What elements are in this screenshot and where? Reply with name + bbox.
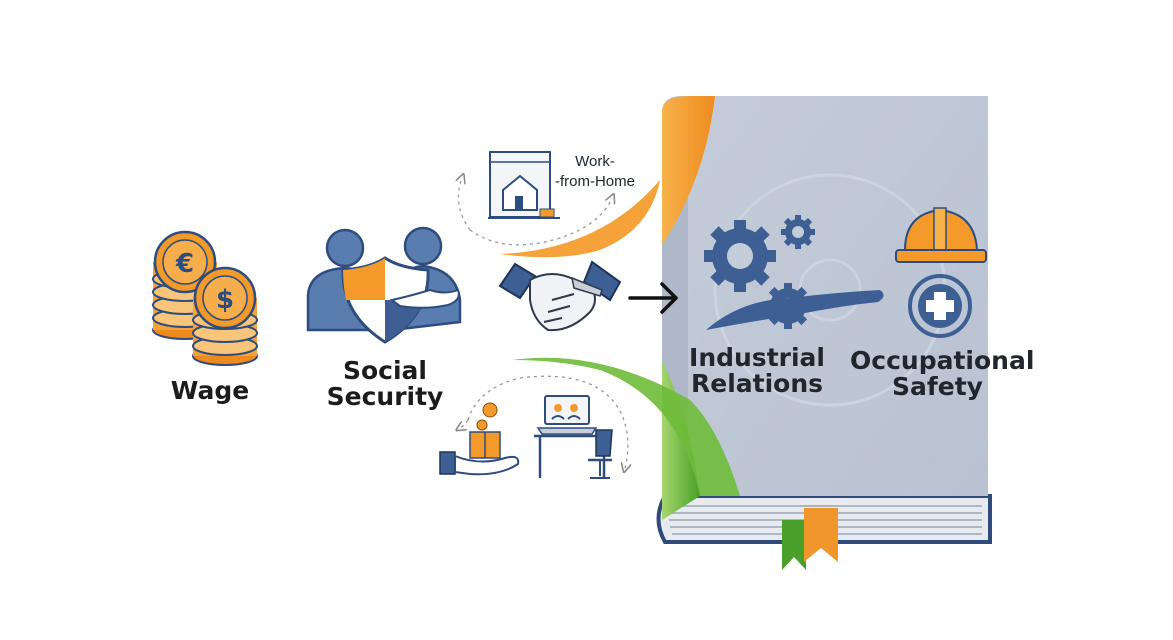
arrow-right-icon (628, 282, 678, 314)
wage-label: Wage (170, 376, 250, 405)
gift-hand-icon (439, 402, 520, 476)
remote-desk-icon (534, 395, 613, 479)
hard-hat-icon (895, 207, 987, 263)
work-from-home-line-2: -from-Home (554, 173, 635, 191)
book-icon (656, 96, 992, 570)
industrial-relations-label: Industrial Relations (682, 343, 832, 399)
work-from-home-label: Work- -from-Home (545, 152, 645, 193)
orange-swoosh (500, 180, 660, 258)
medical-cross-icon (908, 274, 972, 338)
work-from-home-icon (488, 151, 560, 219)
euro-symbol: € (175, 249, 194, 279)
dollar-symbol: $ (216, 285, 234, 315)
occupational-safety-label: Occupational Safety (850, 346, 1035, 402)
social-security-line-2: Security (326, 382, 444, 412)
dashed-arc-bottom (467, 375, 628, 468)
people-shield-icon (306, 226, 462, 344)
work-from-home-line-1: Work- (575, 153, 615, 170)
gears-icon (704, 215, 884, 330)
coin-stacks-icon: € $ (152, 230, 258, 366)
occupational-safety-line-2: Safety (892, 372, 983, 402)
handshake-icon (498, 260, 622, 332)
occupational-safety-line-1: Occupational (850, 346, 1035, 375)
industrial-relations-line-1: Industrial (689, 343, 825, 372)
social-security-line-1: Social (342, 356, 427, 385)
social-security-label: Social Security (300, 356, 470, 412)
industrial-relations-line-2: Relations (690, 369, 824, 399)
dashed-arc-top (469, 198, 612, 246)
green-swoosh (512, 357, 740, 496)
